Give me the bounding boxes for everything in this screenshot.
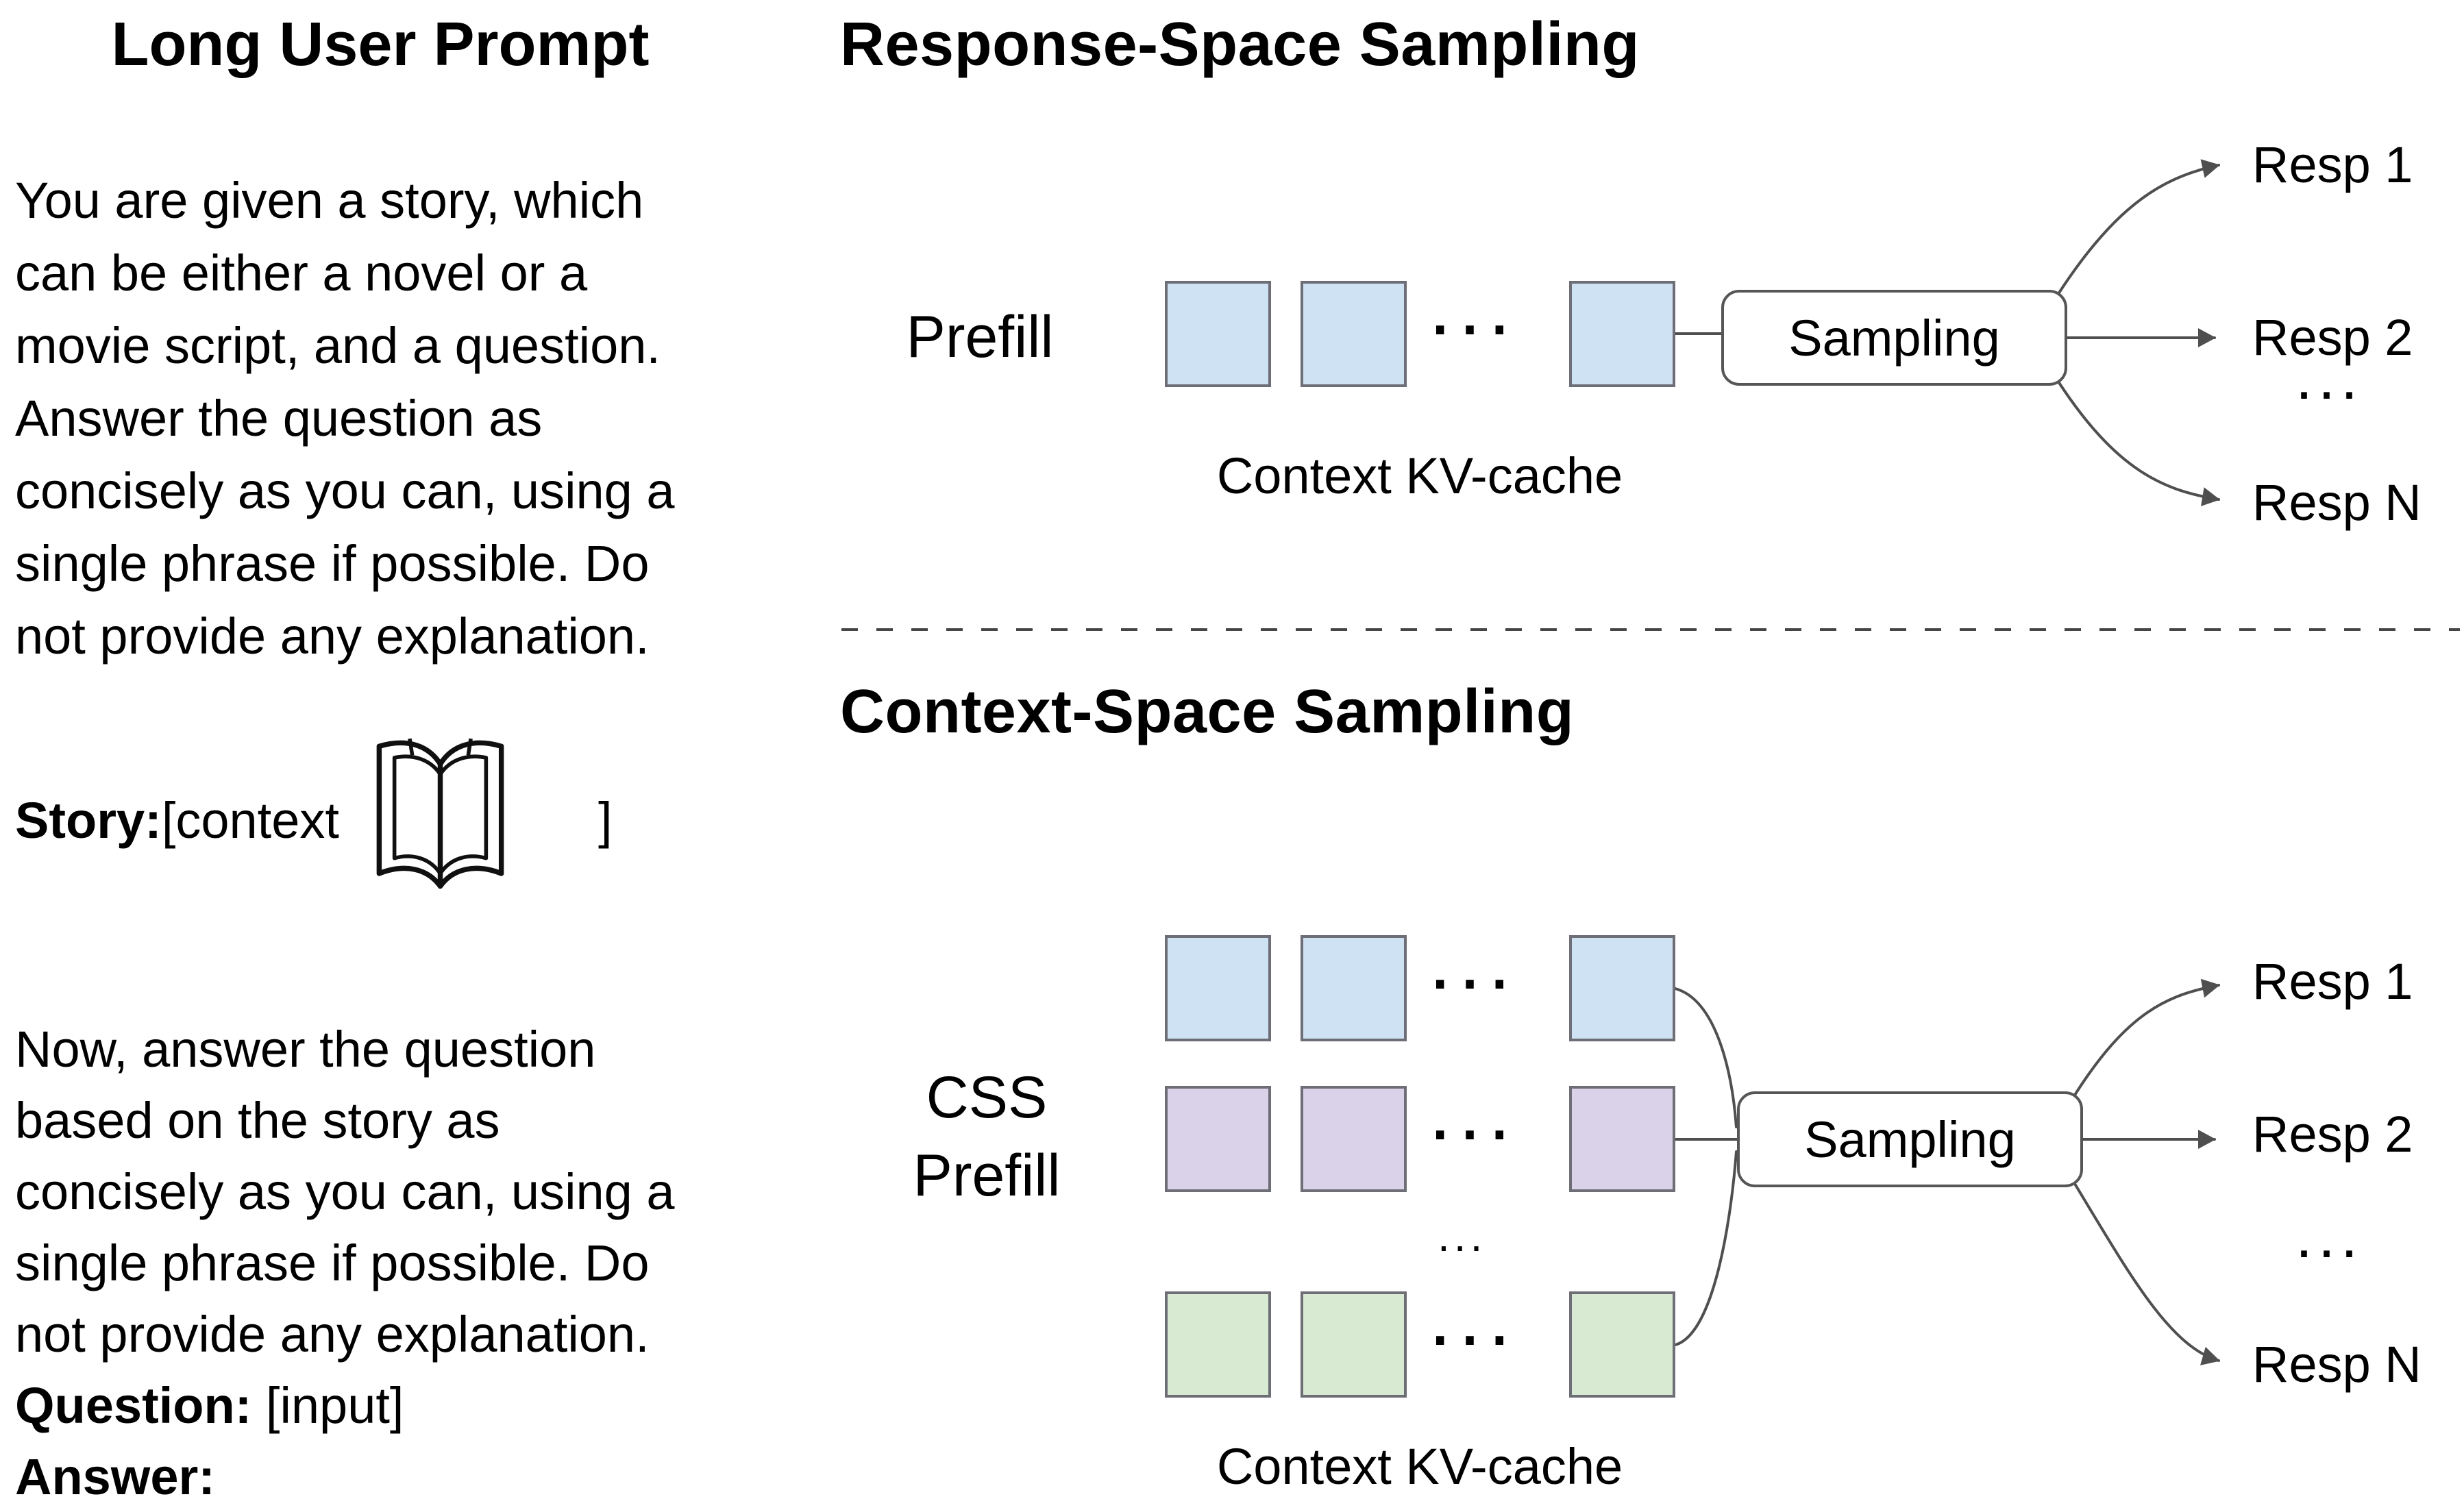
top-resp-n: Resp N: [2252, 474, 2422, 531]
kv-blocks-ellipsis: ...: [1429, 1271, 1518, 1363]
paragraph1-line: Answer the question as: [15, 390, 543, 447]
top-resp-ellipsis: ...: [2295, 344, 2364, 412]
top-resp-1: Resp 1: [2252, 136, 2413, 193]
question-line: Question: [input]: [15, 1370, 675, 1441]
top-resp-2: Resp 2: [2252, 309, 2413, 366]
bottom-resp-n: Resp N: [2252, 1336, 2422, 1393]
kv-cache-block: [1165, 1086, 1271, 1192]
left-panel-title: Long User Prompt: [111, 10, 650, 79]
story-context-close: ]: [597, 791, 613, 849]
kv-blocks-ellipsis: ...: [1429, 1065, 1518, 1157]
css-prefill-line2: Prefill: [913, 1143, 1061, 1209]
top-arrow-resp1: [2056, 159, 2220, 297]
kv-cache-block: [1569, 281, 1675, 387]
bottom-kv-cache-label: Context KV-cache: [1216, 1438, 1623, 1495]
kv-cache-block: [1569, 1291, 1675, 1398]
paragraph2-line: single phrase if possible. Do: [15, 1235, 650, 1291]
story-line: Story: [context ]: [15, 728, 613, 913]
response-space-title: Response-Space Sampling: [840, 10, 1640, 79]
answer-line: Answer:: [15, 1441, 675, 1499]
css-prefill-label: CSS Prefill: [870, 1058, 1103, 1215]
kv-cache-block: [1301, 1291, 1407, 1398]
bottom-kv-row1-to-sampling-line: [1674, 987, 1738, 1128]
story-label: Story:: [15, 791, 162, 849]
prompt-paragraph-2: Now, answer the question based on the st…: [15, 1014, 675, 1499]
kv-cache-block: [1301, 935, 1407, 1041]
kv-cache-block: [1165, 1291, 1271, 1398]
answer-label: Answer:: [15, 1448, 215, 1499]
top-sampling-box: Sampling: [1721, 290, 2067, 386]
question-label: Question:: [15, 1377, 252, 1434]
top-sampling-label: Sampling: [1788, 309, 2000, 367]
kv-cache-block: [1165, 281, 1271, 387]
kv-rows-ellipsis: ...: [1438, 1211, 1487, 1261]
kv-blocks-ellipsis: ...: [1429, 915, 1518, 1006]
css-prefill-line1: CSS: [926, 1065, 1048, 1130]
bottom-sampling-box: Sampling: [1737, 1091, 2083, 1187]
kv-cache-block: [1569, 935, 1675, 1041]
bottom-resp-ellipsis: ...: [2295, 1202, 2364, 1271]
bottom-kv-row3-to-sampling-line: [1674, 1150, 1738, 1346]
paragraph1-line: can be either a novel or a: [15, 245, 588, 301]
paragraph1-line: concisely as you can, using a: [15, 462, 675, 519]
open-book-icon: [376, 738, 504, 889]
top-kv-cache-label: Context KV-cache: [1216, 447, 1623, 504]
paragraph2-line: Now, answer the question: [15, 1021, 596, 1078]
paragraph1-line: You are given a story, which: [15, 172, 644, 229]
bottom-resp-2: Resp 2: [2252, 1106, 2413, 1163]
prefill-label: Prefill: [906, 304, 1054, 370]
top-arrow-respN: [2056, 378, 2220, 506]
context-space-title: Context-Space Sampling: [840, 678, 1575, 746]
kv-cache-block: [1165, 935, 1271, 1041]
prompt-paragraph-1: You are given a story, which can be eith…: [15, 164, 675, 673]
bottom-arrow-resp1: [2071, 978, 2220, 1100]
paragraph2-line: concisely as you can, using a: [15, 1163, 675, 1220]
bottom-resp-1: Resp 1: [2252, 953, 2413, 1010]
question-value: [input]: [251, 1377, 404, 1434]
story-context-open: [context: [161, 791, 339, 849]
bottom-arrow-respN: [2071, 1179, 2220, 1365]
paragraph2-line: based on the story as: [15, 1092, 500, 1149]
kv-cache-block: [1301, 281, 1407, 387]
paragraph1-line: not provide any explanation.: [15, 608, 650, 665]
paragraph2-line: not provide any explanation.: [15, 1306, 650, 1363]
kv-cache-block: [1301, 1086, 1407, 1192]
paragraph1-line: movie script, and a question.: [15, 317, 661, 374]
kv-cache-block: [1569, 1086, 1675, 1192]
bottom-sampling-label: Sampling: [1804, 1111, 2016, 1168]
paragraph1-line: single phrase if possible. Do: [15, 535, 650, 592]
kv-blocks-ellipsis: ...: [1429, 260, 1518, 352]
